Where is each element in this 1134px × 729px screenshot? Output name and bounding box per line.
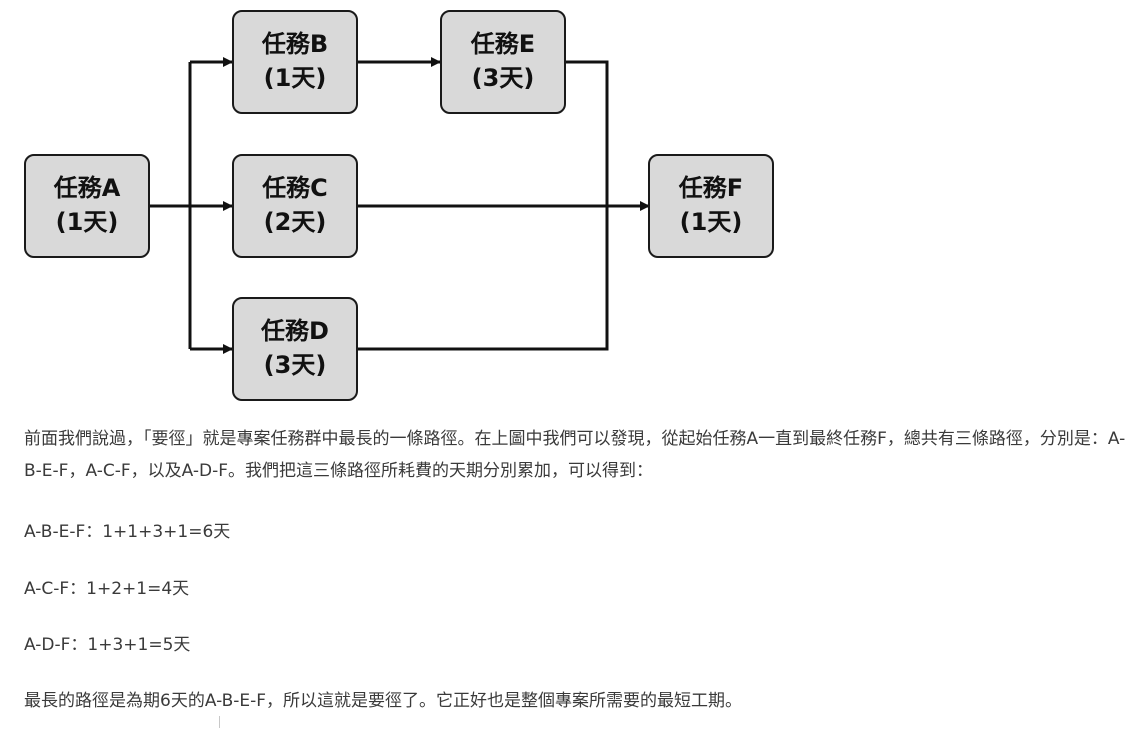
node-task-f-duration: (1天) [680,208,743,236]
node-task-d-duration: (3天) [264,351,327,379]
node-task-a: 任務A (1天) [24,154,150,258]
path-sum-a-c-f: A-C-F：1+2+1=4天 [24,579,190,599]
intro-paragraph: 前面我們說過，「要徑」就是專案任務群中最長的一條路徑。在上圖中我們可以發現，從起… [24,429,1126,481]
node-task-f-name: 任務F [678,174,743,202]
node-task-e: 任務E (3天) [440,10,566,114]
node-task-a-duration: (1天) [56,208,119,236]
node-task-f: 任務F (1天) [648,154,774,258]
text-cursor [219,716,220,728]
node-task-b-name: 任務B [261,30,328,58]
node-task-e-name: 任務E [470,30,535,58]
node-task-c-name: 任務C [261,174,328,202]
node-task-c: 任務C (2天) [232,154,358,258]
node-task-e-duration: (3天) [472,64,535,92]
edge-e-to-merge [566,60,609,206]
node-task-d-name: 任務D [260,317,329,345]
task-network-diagram: 任務A (1天) 任務B (1天) 任務C (2天) 任務D (3天) 任務E … [24,10,774,401]
edge-d-to-merge [357,206,609,351]
path-sum-a-d-f: A-D-F：1+3+1=5天 [24,635,191,655]
node-task-b: 任務B (1天) [232,10,358,114]
conclusion-paragraph: 最長的路徑是為期6天的A-B-E-F，所以這就是要徑了。它正好也是整個專案所需要… [24,691,743,711]
node-task-a-name: 任務A [53,174,121,202]
edges [149,57,650,354]
node-task-b-duration: (1天) [264,64,327,92]
node-task-c-duration: (2天) [264,208,327,236]
path-sum-a-b-e-f: A-B-E-F：1+1+3+1=6天 [24,522,231,542]
node-task-d: 任務D (3天) [232,297,358,401]
